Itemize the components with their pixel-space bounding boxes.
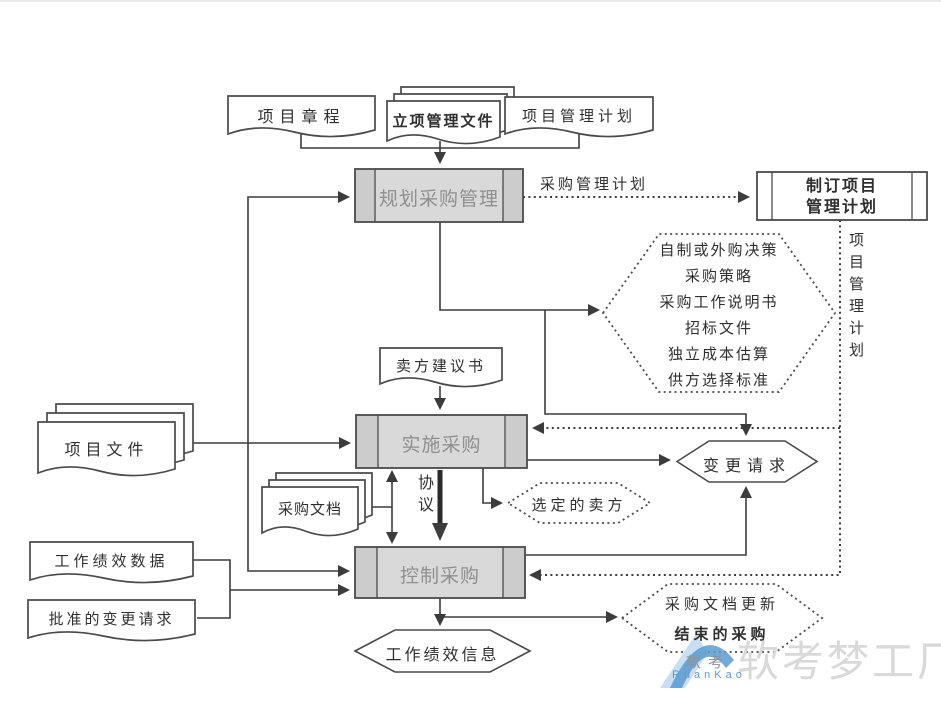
- plan-procurement-label: 规划采购管理: [378, 189, 499, 210]
- pm-plan-doc-label: 项目管理计划: [521, 109, 636, 125]
- initiation-docs-stack: [386, 86, 515, 145]
- work-performance-data-label: 工作绩效数据: [54, 554, 169, 570]
- edge-conduct-to-selected-sellers: [482, 468, 503, 509]
- plan-outputs-list: 自制或外购决策 采购策略 采购工作说明书 招标文件 独立成本估算 供方选择标准: [618, 238, 820, 394]
- edge-wpd-acr-merge: [193, 559, 231, 619]
- process-boxes: [354, 168, 928, 599]
- work-performance-data-doc: [29, 541, 194, 584]
- procurement-doc-updates-label: 采购文档更新: [664, 597, 779, 613]
- procurement-updates-hexagon: [620, 583, 824, 653]
- control-procurement-label: 控制采购: [399, 566, 480, 587]
- selected-sellers-hexagon: [506, 482, 652, 524]
- selected-sellers-label: 选定的卖方: [531, 498, 627, 514]
- project-charter-label: 项目章程: [257, 109, 346, 126]
- pm-plan-vertical-edge-label: 项目管理计划: [847, 231, 863, 364]
- control-procurement-box: [354, 546, 526, 599]
- develop-pm-plan-box: [756, 171, 928, 221]
- output-independent-cost-estimates: 独立成本估算: [667, 347, 770, 363]
- conduct-procurement-label: 实施采购: [401, 435, 482, 456]
- pm-plan-doc: [504, 96, 654, 138]
- page-top-divider: [0, 0, 941, 2]
- solid-connectors: [190, 134, 752, 626]
- approved-change-requests-doc: [27, 599, 196, 642]
- hexagon-shapes: [353, 233, 837, 673]
- ruankao-logo-icon: [660, 634, 734, 688]
- plan-procurement-box: [354, 168, 524, 223]
- change-requests-label: 变更请求: [702, 458, 791, 475]
- conduct-procurement-box: [355, 414, 528, 469]
- procurement-documents-stack: [261, 472, 373, 537]
- output-procurement-strategy: 采购策略: [684, 269, 753, 285]
- work-performance-info-hexagon: [353, 629, 532, 673]
- output-bid-documents: 招标文件: [684, 321, 753, 337]
- edge-projectdocs-to-control: [247, 443, 350, 577]
- project-charter-doc: [227, 95, 376, 138]
- seller-proposals-doc: [379, 347, 503, 388]
- plan-outputs-hexagon: [601, 233, 837, 393]
- initiation-docs-label: 立项管理文件: [392, 114, 495, 130]
- develop-pm-plan-label: 制订项目 管理计划: [805, 178, 878, 216]
- work-performance-info-label: 工作绩效信息: [385, 647, 500, 664]
- procurement-mgmt-plan-edge-label: 采购管理计划: [539, 177, 648, 193]
- edge-control-to-change-requests: [525, 486, 752, 556]
- document-shapes: [27, 86, 654, 642]
- project-documents-stack: [37, 403, 194, 477]
- agreements-edge-label: 协议: [415, 474, 432, 518]
- watermark-logo-subtext: RuanKao: [672, 669, 746, 681]
- edge-projectdocs-to-plan: [247, 191, 350, 443]
- change-requests-hexagon: [675, 440, 819, 483]
- procurement-updates-labels: 采购文档更新 结束的采购: [622, 590, 822, 650]
- watermark-brand-text: 软考梦工厂: [737, 638, 941, 685]
- project-documents-label: 项目文件: [64, 442, 149, 459]
- watermark-logo-text: 软考: [686, 654, 731, 671]
- output-make-or-buy: 自制或外购决策: [659, 243, 779, 259]
- procurement-documents-label: 采购文档: [277, 502, 342, 518]
- edge-plan-to-change-requests: [544, 310, 752, 436]
- edge-plan-to-outputs-hexagon: [439, 222, 600, 316]
- dotted-connectors: [523, 191, 841, 581]
- output-source-selection-criteria: 供方选择标准: [667, 373, 770, 389]
- seller-proposals-label: 卖方建议书: [395, 359, 486, 375]
- approved-change-requests-label: 批准的变更请求: [48, 612, 175, 628]
- output-procurement-sow: 采购工作说明书: [659, 295, 779, 311]
- closed-procurements-label: 结束的采购: [674, 627, 770, 643]
